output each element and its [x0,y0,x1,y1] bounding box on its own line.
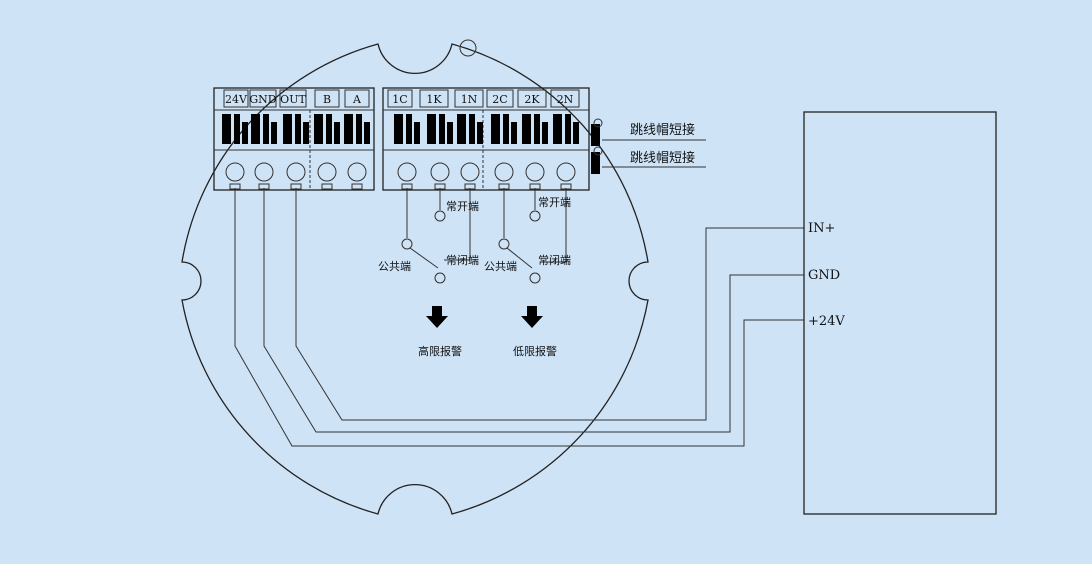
screw-terminal [430,162,450,182]
clamp-block [394,114,420,144]
device-terminal-label: GND [808,268,840,283]
external-device: IN+ GND +24V [803,111,997,515]
alarm-label: 高限报警 [418,344,462,358]
wire-gnd [263,188,804,433]
terminal-label: B [323,93,331,106]
terminal-label: 1C [392,93,407,106]
clamp-block [457,114,483,144]
clamp-block [522,114,548,144]
screw-terminal [317,162,337,182]
normally-open-label: 常开端 [446,200,479,213]
down-arrow-icon [521,306,543,328]
screw-terminal [460,162,480,182]
clamp-block [427,114,453,144]
screw-terminal [556,162,576,182]
jumper-label: 跳线帽短接 [630,150,695,166]
wire-entry [351,183,363,190]
jumper-cap [591,152,600,174]
relay-1-contacts: 常开端 公共端 常闭端 高限报警 [378,188,479,358]
screw-terminal [397,162,417,182]
jumper-cap [591,124,600,146]
screw-terminal [525,162,545,182]
relay-2-contacts: 常开端 公共端 常闭端 低限报警 [484,188,571,358]
screw-terminal [494,162,514,182]
jumpers: 跳线帽短接 跳线帽短接 [591,118,706,174]
common-label: 公共端 [378,260,411,273]
wire-out [295,188,804,421]
jumper-label: 跳线帽短接 [630,122,695,138]
terminal-block-right: 1C 1K 1N 2C 2K 2N [382,87,590,191]
alarm-label: 低限报警 [513,344,557,358]
clamp-block [222,114,248,144]
terminal-label: OUT [280,93,306,106]
wire-entry [321,183,333,190]
terminal-block-left: 24V GND OUT B A [213,87,375,191]
normally-closed-label: 常闭端 [446,254,479,267]
screw-clamps-right [394,114,579,190]
clamp-block [344,114,370,144]
mount-hole [459,39,477,57]
wiring [234,188,804,447]
terminal-label: 2K [524,93,540,106]
screw-terminal [286,162,306,182]
device-terminal-label: IN+ [808,221,835,236]
clamp-block [251,114,277,144]
clamp-block [491,114,517,144]
clamp-block [314,114,340,144]
screw-clamps-left [222,114,370,190]
clamp-block [283,114,309,144]
screw-terminal [225,162,245,182]
normally-open-label: 常开端 [538,196,571,209]
clamp-block [553,114,579,144]
terminal-label: 1N [461,93,478,106]
terminal-label: 1K [426,93,442,106]
terminal-label: 2C [492,93,507,106]
terminal-label: A [352,93,362,106]
terminal-label: GND [249,93,276,106]
terminal-label: 24V [225,93,248,106]
wire-24v [234,188,804,447]
common-label: 公共端 [484,260,517,273]
terminal-label: 2N [557,93,574,106]
screw-terminal [347,162,367,182]
normally-closed-label: 常闭端 [538,254,571,267]
device-terminal-label: +24V [808,314,845,329]
screw-terminal [254,162,274,182]
enclosure-outline [181,39,649,515]
down-arrow-icon [426,306,448,328]
